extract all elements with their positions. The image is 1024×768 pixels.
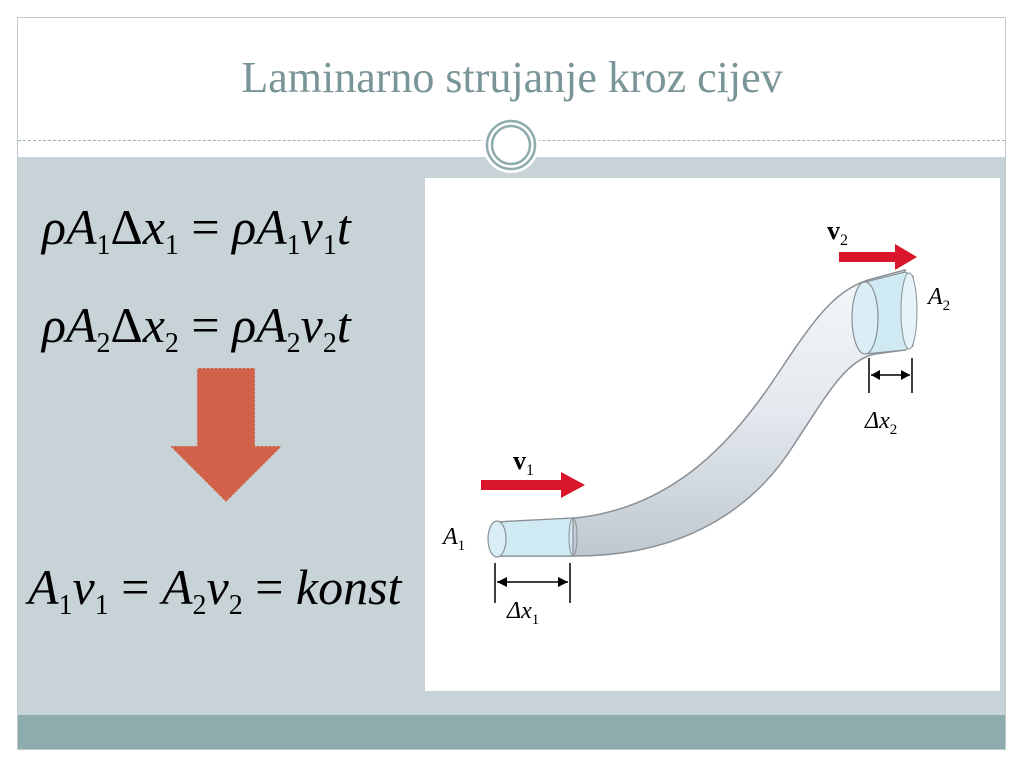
label-dx2: Δx2 [865,408,898,438]
pipe-diagram [481,244,918,603]
equation-mass-outlet: ρA2Δx2 = ρA2v2t [42,297,351,359]
pipe-flow-figure: v1 v2 A1 A2 Δx1 Δx2 [425,178,1000,691]
slide-title: Laminarno strujanje kroz cijev [241,53,783,102]
equation-mass-inlet: ρA1Δx1 = ρA1v1t [42,199,351,261]
label-A2: A2 [928,284,951,314]
equation-continuity: A1v1 = A2v2 = konst [28,559,402,621]
label-v1: v1 [513,446,534,480]
label-A1: A1 [443,524,466,554]
label-v2: v2 [827,216,848,250]
velocity-arrow-2 [839,244,917,270]
pipe-body [496,269,906,557]
inlet-fluid-section [496,517,574,557]
outlet-opening [851,281,879,355]
inlet-opening [487,520,507,558]
velocity-arrow-1 [481,472,585,498]
down-arrow-icon [168,367,284,503]
circle-ornament-icon [483,117,539,173]
label-dx1: Δx1 [507,598,540,628]
footer-band [18,715,1005,749]
